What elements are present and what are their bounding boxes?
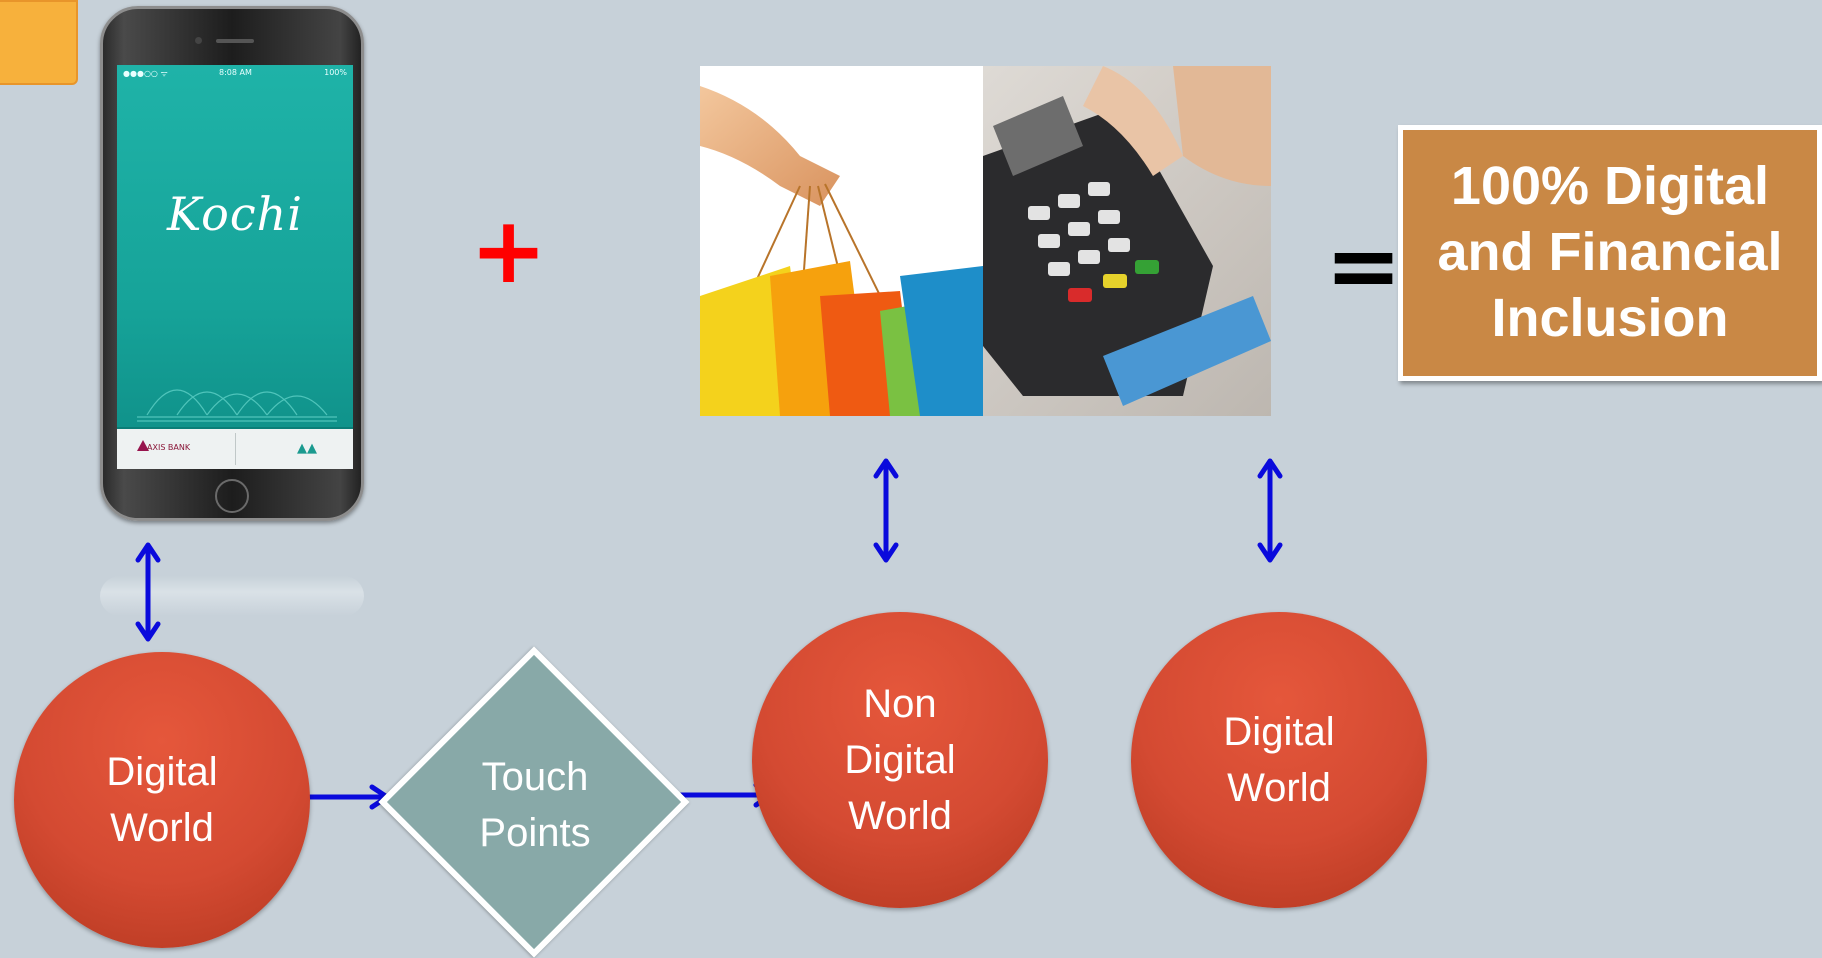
app-logo: Kochi xyxy=(117,187,353,241)
skyline-icon xyxy=(137,389,337,422)
shopping-bags-image xyxy=(700,66,983,416)
double-arrow-icon xyxy=(873,458,899,563)
app-logo-text: Kochi xyxy=(167,187,303,241)
phone-body: ●●●○○ ᯤ 8:08 AM 100% Kochi AXIS BANK ▲▲ xyxy=(100,6,364,521)
digital-world-node-left: Digital World xyxy=(14,652,310,948)
result-box: 100% Digital and Financial Inclusion xyxy=(1398,125,1822,381)
non-digital-world-node: Non Digital World xyxy=(752,612,1048,908)
equals-sign: = xyxy=(1325,212,1403,319)
status-bar: ●●●○○ ᯤ 8:08 AM 100% xyxy=(117,65,353,81)
partner-logo-icon: ▲▲ xyxy=(297,441,317,456)
smartphone-image: ●●●○○ ᯤ 8:08 AM 100% Kochi AXIS BANK ▲▲ xyxy=(100,6,364,521)
bank-label: AXIS BANK xyxy=(147,443,191,452)
screen-footer: AXIS BANK ▲▲ xyxy=(117,427,353,469)
card-terminal-image xyxy=(983,66,1271,416)
status-time: 8:08 AM xyxy=(219,68,252,77)
footer-divider xyxy=(235,433,236,465)
corner-tab xyxy=(0,0,78,85)
battery-indicator: 100% xyxy=(324,68,347,77)
plus-sign: + xyxy=(470,197,548,304)
signal-indicator: ●●●○○ ᯤ xyxy=(123,69,168,78)
digital-world-node-right: Digital World xyxy=(1131,612,1427,908)
touch-points-label: Touch Points xyxy=(479,755,591,855)
home-button-icon xyxy=(215,479,249,513)
camera-icon xyxy=(195,37,202,44)
phone-screen: ●●●○○ ᯤ 8:08 AM 100% Kochi AXIS BANK ▲▲ xyxy=(117,65,353,469)
speaker-icon xyxy=(216,39,254,43)
double-arrow-icon xyxy=(1257,458,1283,563)
phone-reflection xyxy=(100,576,364,616)
axis-bank-logo-icon xyxy=(137,440,149,451)
